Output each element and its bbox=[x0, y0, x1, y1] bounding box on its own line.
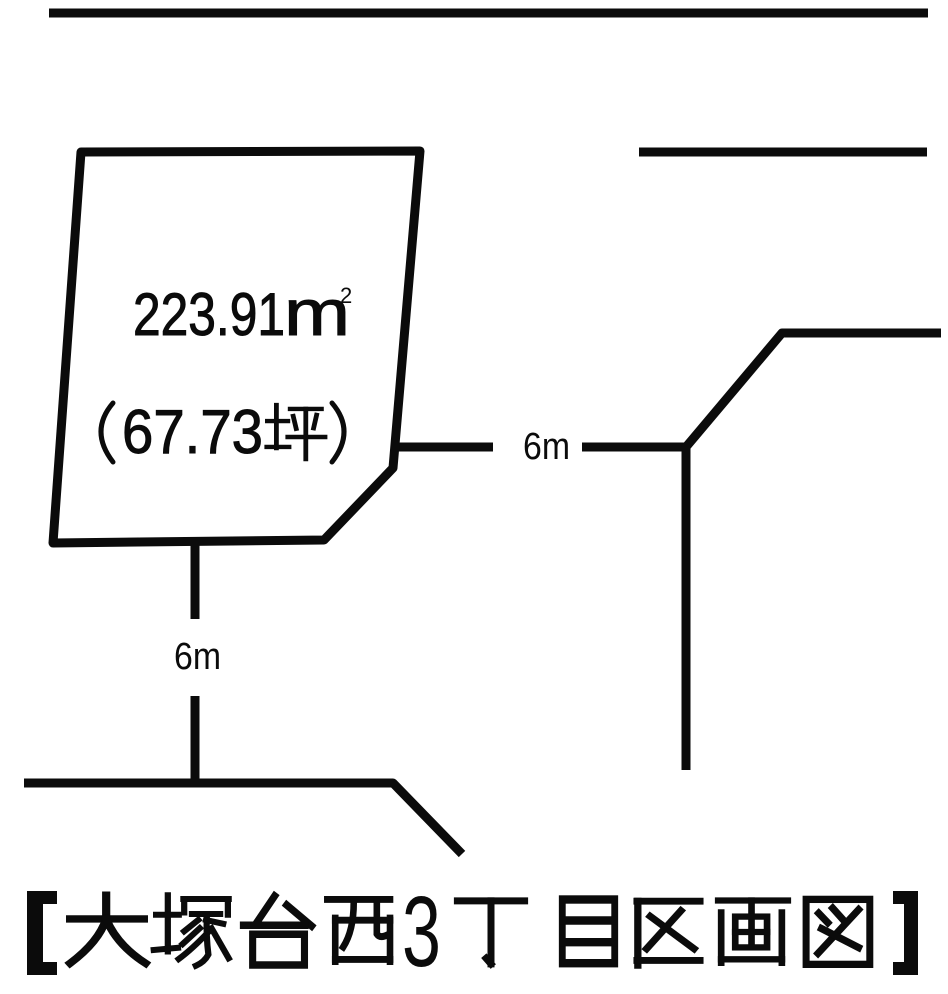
svg-text:6m: 6m bbox=[174, 636, 221, 678]
svg-text:6m: 6m bbox=[523, 426, 570, 468]
svg-text:3: 3 bbox=[402, 877, 441, 988]
svg-text:2: 2 bbox=[340, 283, 352, 308]
svg-text:223.91: 223.91 bbox=[133, 281, 285, 348]
svg-text:67.73: 67.73 bbox=[122, 398, 263, 467]
svg-text:m: m bbox=[284, 277, 350, 350]
